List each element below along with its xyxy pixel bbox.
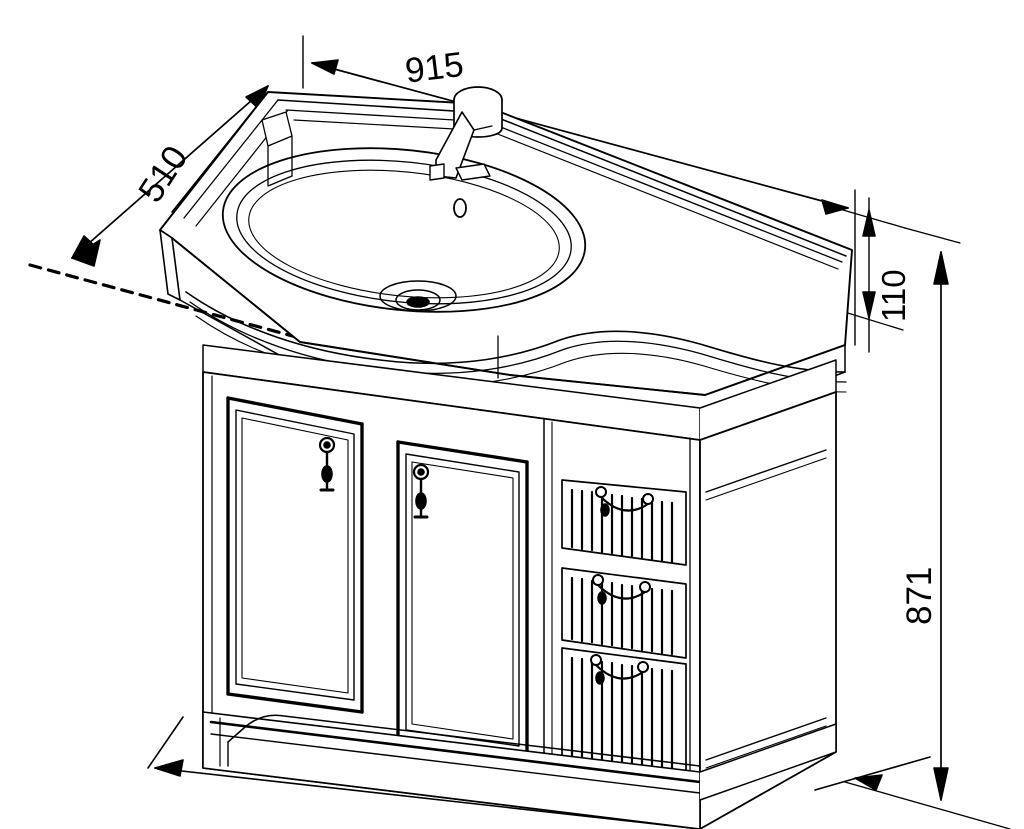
base-plinth bbox=[202, 711, 837, 829]
door-handle-right[interactable] bbox=[412, 463, 430, 519]
dimension-label-871: 871 bbox=[900, 566, 939, 625]
faucet bbox=[429, 86, 503, 181]
drawer-middle[interactable] bbox=[561, 567, 687, 659]
drawer-top-handle[interactable] bbox=[595, 486, 654, 517]
cabinet-door-right[interactable] bbox=[396, 440, 529, 759]
drawer-middle-handle[interactable] bbox=[592, 574, 651, 605]
door-handle-left[interactable] bbox=[318, 436, 336, 492]
cabinet-door-left[interactable] bbox=[226, 396, 364, 714]
dimension-510 bbox=[28, 85, 302, 340]
dimension-base-width bbox=[147, 716, 701, 829]
drawer-middle-flutes bbox=[570, 576, 674, 656]
dimension-871 bbox=[814, 227, 1011, 829]
dimension-label-110: 110 bbox=[875, 269, 912, 322]
dimension-915 bbox=[302, 35, 856, 346]
countertop-and-basin bbox=[159, 91, 853, 425]
drawer-top[interactable] bbox=[561, 479, 687, 566]
dimension-110 bbox=[837, 197, 906, 353]
dimension-label-915: 915 bbox=[403, 44, 466, 91]
drawer-bottom-handle[interactable] bbox=[590, 654, 649, 685]
